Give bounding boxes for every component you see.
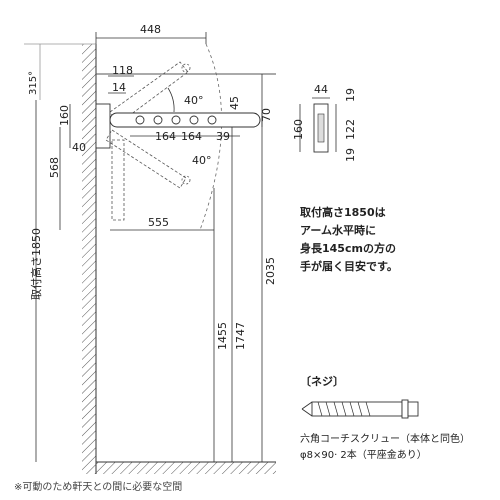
floor-hatch — [96, 462, 276, 474]
dim-568: 568 — [48, 157, 61, 178]
swing-arc — [199, 43, 222, 231]
dim-14: 14 — [112, 81, 126, 94]
dim-1850: 取付高さ1850 — [29, 228, 43, 300]
side-depth-19-top: 19 — [344, 88, 357, 102]
dim-2035: 2035 — [264, 257, 277, 285]
dim-1455: 1455 — [216, 322, 229, 350]
height-note: 取付高さ1850は アーム水平時に 身長145cmの方の 手が届く目安です。 — [300, 204, 398, 276]
dim-164-a: 164 — [155, 130, 176, 143]
dim-1747: 1747 — [234, 322, 247, 350]
note-line: 身長145cmの方の — [300, 242, 396, 255]
dim-45: 45 — [228, 96, 241, 110]
angle-up: 40° — [184, 94, 204, 107]
side-height-160: 160 — [292, 119, 305, 140]
bracket-side-view — [299, 97, 337, 153]
note-line: 取付高さ1850は — [300, 206, 386, 219]
dim-315: 315° — [28, 71, 39, 95]
screw-illustration — [301, 399, 419, 419]
screw-spec: φ8×90· 2本（平座金あり） — [300, 450, 427, 461]
side-depth-122: 122 — [344, 119, 357, 140]
note-line: 手が届く目安です。 — [300, 260, 398, 273]
angle-down: 40° — [192, 154, 212, 167]
dim-118: 118 — [112, 64, 133, 77]
note-line: アーム水平時に — [300, 224, 377, 237]
arm-lowered-position — [105, 129, 187, 189]
wall-hatch — [82, 44, 96, 474]
dim-39: 39 — [216, 130, 230, 143]
arm-down-position — [111, 139, 125, 221]
dim-555: 555 — [148, 216, 169, 229]
wall-bracket — [95, 103, 111, 149]
dim-160: 160 — [58, 105, 71, 126]
dim-164-b: 164 — [181, 130, 202, 143]
dim-40: 40 — [72, 141, 86, 154]
screw-title: 〔ネジ〕 — [300, 375, 344, 388]
dim-70: 70 — [260, 108, 273, 122]
dim-448: 448 — [140, 23, 161, 36]
arm-horizontal — [109, 112, 261, 128]
screw-description: 六角コーチスクリュー（本体と同色） — [300, 434, 470, 445]
footnote: ※可動のため軒天との間に必要な空間 — [14, 482, 183, 493]
side-width-44: 44 — [314, 83, 328, 96]
arm-hooks — [135, 115, 217, 125]
side-depth-19-bottom: 19 — [344, 148, 357, 162]
